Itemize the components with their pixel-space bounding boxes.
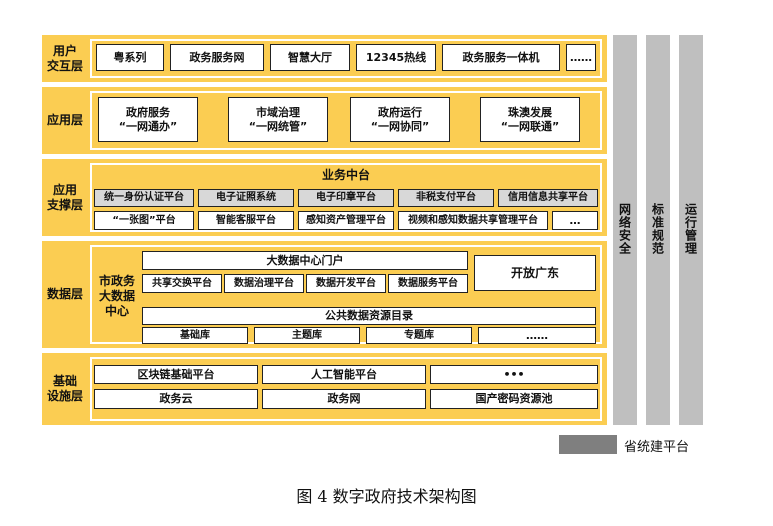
operations-management-column: 运行管理 bbox=[679, 35, 703, 425]
data-platform-box: 数据服务平台 bbox=[388, 274, 468, 293]
support-platform-box: 视频和感知数据共享管理平台 bbox=[398, 211, 548, 230]
data-library-box: 主题库 bbox=[254, 327, 360, 344]
data-portal-box: 大数据中心门户 bbox=[142, 251, 468, 270]
public-data-catalog-box: 公共数据资源目录 bbox=[142, 307, 596, 325]
infrastructure-box: 人工智能平台 bbox=[262, 365, 426, 384]
infrastructure-box: 政务网 bbox=[262, 389, 426, 409]
open-guangdong-box: 开放广东 bbox=[474, 255, 596, 291]
data-library-box: …… bbox=[478, 327, 596, 344]
data-library-box: 专题库 bbox=[366, 327, 472, 344]
support-platform-box: 非税支付平台 bbox=[398, 189, 494, 207]
data-platform-box: 数据治理平台 bbox=[224, 274, 304, 293]
layer-label: 用户 交互层 bbox=[46, 43, 83, 73]
layer-label: 基础 设施层 bbox=[46, 374, 83, 403]
big-data-center-label: 市政务 大数据 中心 bbox=[98, 273, 135, 318]
support-platform-box: … bbox=[552, 211, 598, 230]
application-box: 政府运行 “一网协同” bbox=[350, 97, 450, 142]
infrastructure-box: ••• bbox=[430, 365, 598, 384]
layer-inner-frame: 区块链基础平台 人工智能平台 ••• 政务云 政务网 国产密码资源池 bbox=[90, 357, 602, 421]
channel-box: 政务服务网 bbox=[170, 44, 264, 71]
data-platform-box: 共享交换平台 bbox=[142, 274, 222, 293]
layer-inner-frame: 业务中台 统一身份认证平台 电子证照系统 电子印章平台 非税支付平台 信用信息共… bbox=[90, 163, 602, 232]
channel-box: 智慧大厅 bbox=[270, 44, 350, 71]
data-platform-box: 数据开发平台 bbox=[306, 274, 386, 293]
column-label: 网络安全 bbox=[617, 203, 632, 255]
support-platform-box: “一张图”平台 bbox=[94, 211, 194, 230]
layer-inner-frame: 市政务 大数据 中心 大数据中心门户 共享交换平台 数据治理平台 数据开发平台 … bbox=[90, 245, 602, 344]
column-label: 标准规范 bbox=[650, 203, 665, 255]
support-platform-box: 电子证照系统 bbox=[198, 189, 294, 207]
data-layer: 数据层 市政务 大数据 中心 大数据中心门户 共享交换平台 数据治理平台 数据开… bbox=[42, 241, 607, 348]
application-box: 政府服务 “一网通办” bbox=[98, 97, 198, 142]
channel-box: 12345热线 bbox=[356, 44, 436, 71]
infrastructure-box: 区块链基础平台 bbox=[94, 365, 258, 384]
standards-column: 标准规范 bbox=[646, 35, 670, 425]
figure-caption: 图 4 数字政府技术架构图 bbox=[296, 487, 477, 506]
data-library-box: 基础库 bbox=[142, 327, 248, 344]
application-layer: 应用层 政府服务 “一网通办” 市域治理 “一网统管” 政府运行 “一网协同” … bbox=[42, 87, 607, 154]
business-platform-title: 业务中台 bbox=[321, 167, 370, 182]
support-platform-box: 信用信息共享平台 bbox=[498, 189, 598, 207]
layer-label: 应用 支撑层 bbox=[46, 182, 83, 212]
legend-swatch bbox=[559, 435, 617, 454]
channel-box: 政务服务一体机 bbox=[442, 44, 560, 71]
legend-label: 省统建平台 bbox=[624, 440, 690, 455]
application-box: 市域治理 “一网统管” bbox=[228, 97, 328, 142]
infrastructure-box: 国产密码资源池 bbox=[430, 389, 598, 409]
application-box: 珠澳发展 “一网联通” bbox=[480, 97, 580, 142]
channel-box: 粤系列 bbox=[96, 44, 164, 71]
channel-box: …… bbox=[566, 44, 596, 71]
layer-label: 应用层 bbox=[46, 113, 83, 127]
layer-inner-frame: 粤系列 政务服务网 智慧大厅 12345热线 政务服务一体机 …… bbox=[90, 39, 602, 78]
network-security-column: 网络安全 bbox=[613, 35, 637, 425]
support-platform-box: 感知资产管理平台 bbox=[298, 211, 394, 230]
user-interaction-layer: 用户 交互层 粤系列 政务服务网 智慧大厅 12345热线 政务服务一体机 …… bbox=[42, 35, 607, 82]
layer-label: 数据层 bbox=[46, 287, 83, 301]
infrastructure-box: 政务云 bbox=[94, 389, 258, 409]
support-platform-box: 统一身份认证平台 bbox=[94, 189, 194, 207]
layer-inner-frame: 政府服务 “一网通办” 市域治理 “一网统管” 政府运行 “一网协同” 珠澳发展… bbox=[90, 91, 602, 150]
infrastructure-layer: 基础 设施层 区块链基础平台 人工智能平台 ••• 政务云 政务网 国产密码资源… bbox=[42, 353, 607, 425]
support-platform-box: 电子印章平台 bbox=[298, 189, 394, 207]
column-label: 运行管理 bbox=[683, 203, 698, 255]
support-platform-box: 智能客服平台 bbox=[198, 211, 294, 230]
support-layer: 应用 支撑层 业务中台 统一身份认证平台 电子证照系统 电子印章平台 非税支付平… bbox=[42, 159, 607, 236]
